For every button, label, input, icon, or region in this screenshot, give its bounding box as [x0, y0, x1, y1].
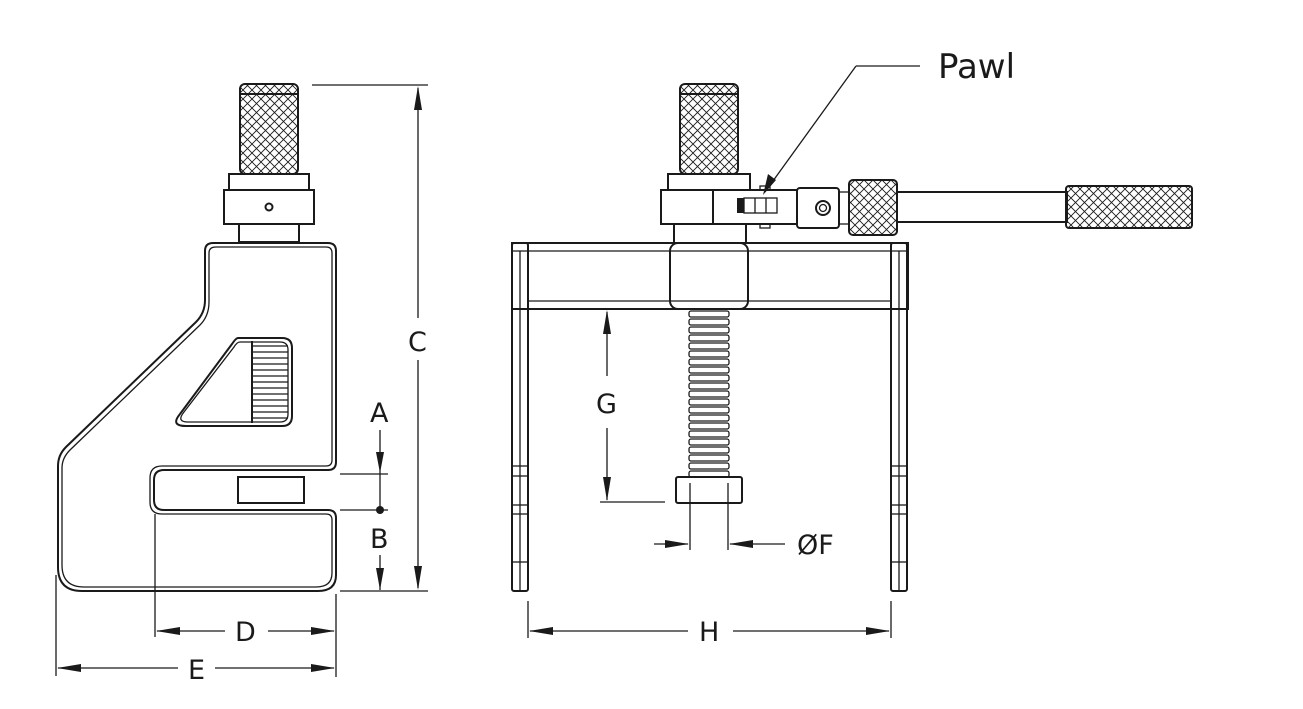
neck-front: [673, 223, 747, 244]
screw-thread: [688, 342, 730, 350]
dim-label-e: E: [188, 655, 205, 686]
screw-thread: [688, 366, 730, 374]
dimensions: C A B D E G: [55, 47, 1015, 686]
handle-grip: [1065, 185, 1193, 229]
screw-thread: [688, 414, 730, 422]
threaded-screw: [688, 310, 730, 478]
foot-pad: [675, 476, 743, 504]
screw-thread: [688, 406, 730, 414]
c-frame-body: [57, 242, 337, 592]
crossbar: [511, 242, 909, 310]
knurled-knob: [239, 83, 299, 175]
hub-hole-icon: [264, 202, 274, 212]
collar-front: [667, 173, 751, 191]
pawl: [737, 185, 778, 229]
screw-thread: [688, 438, 730, 446]
dim-label-h: H: [699, 617, 719, 648]
left-leg: [511, 242, 529, 592]
handle-bar: [896, 191, 1068, 223]
screw-thread: [688, 326, 730, 334]
dim-label-g: G: [596, 389, 617, 420]
hub: [223, 189, 315, 225]
front-view: [511, 83, 1193, 592]
screw-thread: [688, 310, 730, 318]
dim-label-a: A: [370, 398, 389, 429]
ratchet-head: [660, 189, 714, 225]
screw-thread: [688, 422, 730, 430]
screw-thread: [688, 382, 730, 390]
screw-thread: [688, 430, 730, 438]
screw-thread: [688, 374, 730, 382]
rack-window: [175, 337, 293, 427]
collar: [228, 173, 310, 191]
screw-thread: [688, 390, 730, 398]
screw-thread: [688, 398, 730, 406]
screw-thread: [688, 446, 730, 454]
screw-thread: [688, 454, 730, 462]
jaw-block: [237, 476, 305, 504]
neck: [238, 223, 300, 243]
crossbar-nut: [669, 242, 749, 310]
screw-thread: [688, 334, 730, 342]
handle-knurl: [848, 179, 898, 236]
screw-thread: [688, 350, 730, 358]
side-view: [57, 83, 337, 592]
right-leg: [890, 242, 908, 592]
dim-label-d: D: [235, 617, 256, 648]
screw-thread: [688, 358, 730, 366]
dim-label-b: B: [370, 524, 389, 555]
pawl-callout-label: Pawl: [938, 47, 1015, 87]
handle-socket: [796, 187, 840, 229]
dim-label-f: ØF: [797, 530, 834, 561]
knurled-knob-front: [679, 83, 739, 175]
dim-label-c: C: [408, 327, 427, 358]
screw-thread: [688, 318, 730, 326]
screw-thread: [688, 462, 730, 470]
rack-teeth: [251, 341, 288, 423]
socket-screw-icon: [815, 200, 831, 216]
